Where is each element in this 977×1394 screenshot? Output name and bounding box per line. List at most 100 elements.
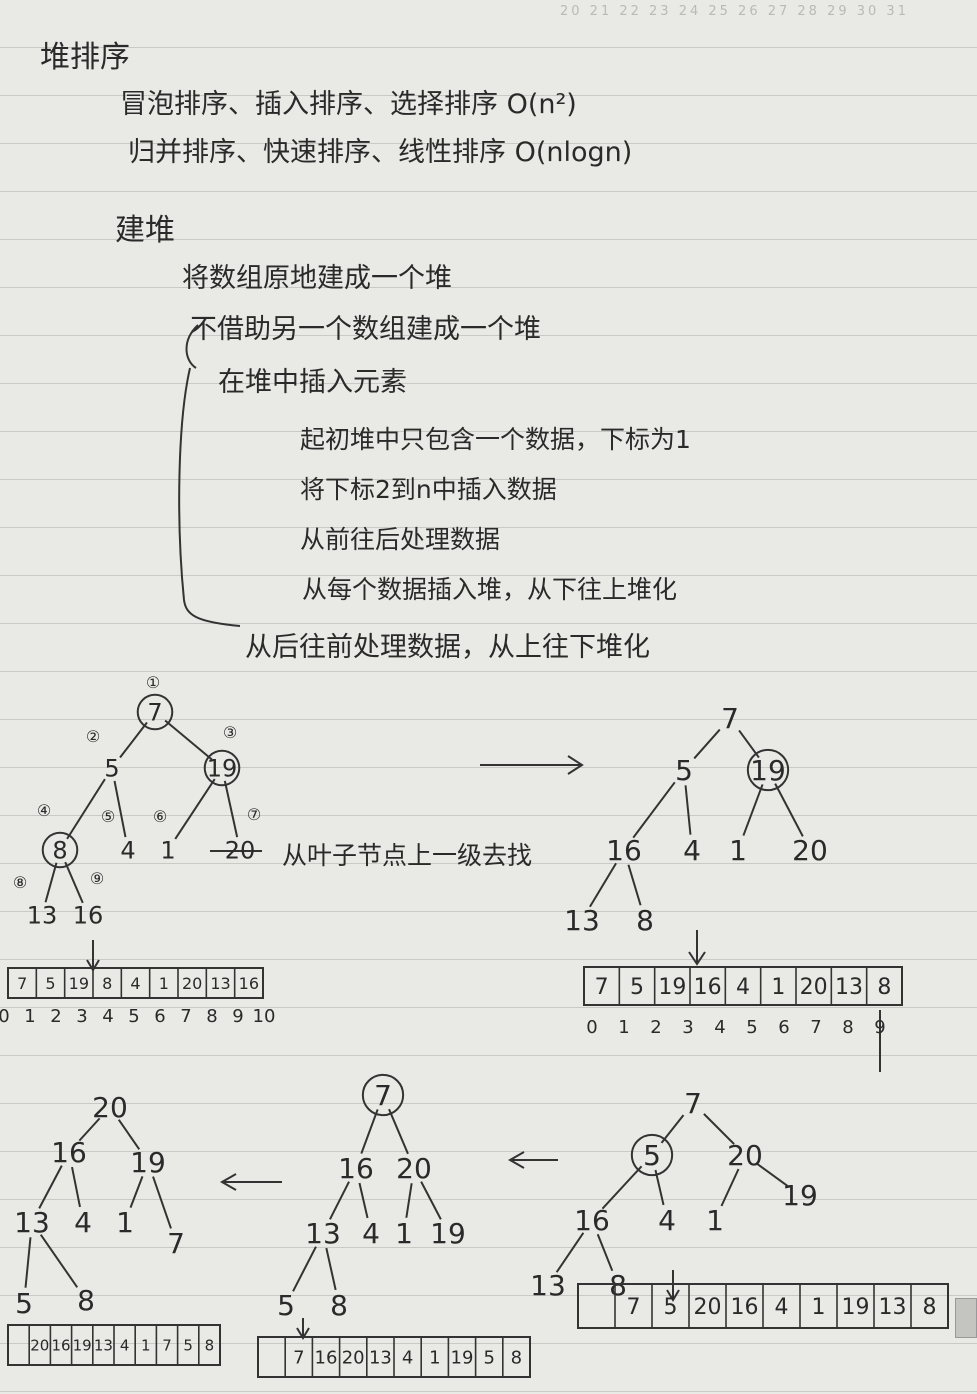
- arrow-down-2: [688, 930, 706, 966]
- tree-edge: [742, 784, 764, 836]
- tree-edge: [756, 1163, 789, 1187]
- tree-edge: [129, 1176, 144, 1208]
- tree-node: 8: [330, 1289, 348, 1322]
- insertion-order-mark: ④: [37, 801, 51, 820]
- array-cell: 20: [30, 1336, 49, 1354]
- array-cell: 16: [731, 1295, 759, 1320]
- array-index: 4: [714, 1017, 725, 1038]
- tree-edge: [24, 1237, 32, 1288]
- array-cell: 20: [342, 1347, 365, 1368]
- step-2-line: 将下标2到n中插入数据: [300, 475, 557, 504]
- array-cell: 4: [736, 975, 750, 1000]
- tree-node: 7: [684, 1087, 702, 1120]
- highlight-circle: [361, 1073, 405, 1117]
- tree-node: 4: [120, 836, 135, 864]
- tree-edge: [388, 1108, 409, 1155]
- array-index: 2: [50, 1006, 61, 1027]
- tree-edge: [152, 1176, 172, 1229]
- tree-node: 19: [130, 1146, 166, 1179]
- tree-node: 16: [574, 1204, 610, 1237]
- tree-node: 5: [643, 1139, 661, 1172]
- array-index: 7: [180, 1006, 191, 1027]
- array-cell: 13: [210, 974, 230, 993]
- tree-node: 8: [609, 1269, 627, 1302]
- tree-node: 20: [396, 1152, 432, 1185]
- array-cell: 5: [664, 1295, 678, 1320]
- step-1-line: 起初堆中只包含一个数据，下标为1: [300, 425, 691, 454]
- tree-edge: [555, 1232, 585, 1273]
- array-cell: 19: [451, 1347, 474, 1368]
- array-box: [7, 967, 264, 999]
- tree-node: 19: [750, 754, 786, 787]
- tree-edge: [360, 1109, 379, 1154]
- tree-node: 19: [430, 1217, 466, 1250]
- insertion-order-mark: ⑥: [153, 807, 167, 826]
- tree-node: 4: [683, 834, 701, 867]
- array-box: [583, 966, 903, 1006]
- array-cell: 4: [120, 1336, 130, 1354]
- tree-edge: [113, 780, 127, 838]
- arrow-right: [480, 755, 584, 775]
- array-cell: 5: [483, 1347, 494, 1368]
- insertion-order-mark: ⑦: [247, 805, 261, 824]
- array-index: 9: [874, 1017, 885, 1038]
- tree-edge: [660, 1114, 685, 1144]
- tree-edge: [684, 785, 692, 835]
- tree-edge: [693, 728, 721, 760]
- highlight-circle: [203, 749, 241, 787]
- title: 堆排序: [40, 40, 130, 75]
- tree-node: 4: [74, 1206, 92, 1239]
- tree-node: 13: [305, 1217, 341, 1250]
- array-cell: 13: [94, 1336, 113, 1354]
- tree-node: 7: [167, 1227, 185, 1260]
- array-index: 8: [206, 1006, 217, 1027]
- tree-node: 7: [147, 698, 162, 726]
- array-index: 5: [746, 1017, 757, 1038]
- array-cell: 8: [923, 1295, 937, 1320]
- tree-node: 19: [782, 1179, 818, 1212]
- array-index: 1: [618, 1017, 629, 1038]
- insertion-order-mark: ⑧: [13, 873, 27, 892]
- tree-node: 13: [27, 901, 58, 929]
- step-4-line: 从每个数据插入堆，从下往上堆化: [302, 575, 678, 604]
- tree-edge: [358, 1182, 369, 1219]
- array-cell: 4: [775, 1295, 789, 1320]
- tree-edge: [44, 862, 58, 903]
- insert-elements-line: 在堆中插入元素: [218, 367, 407, 398]
- tree-node: 16: [338, 1152, 374, 1185]
- tree-node: 8: [52, 836, 67, 864]
- array-cell: 1: [429, 1347, 440, 1368]
- array-index: 7: [810, 1017, 821, 1038]
- array-cell: 20: [182, 974, 202, 993]
- tree-edge: [774, 783, 804, 837]
- bottom-up-line: 从后往前处理数据，从上往下堆化: [245, 632, 650, 663]
- array-cell: 16: [239, 974, 259, 993]
- array-cell: 1: [141, 1336, 151, 1354]
- arrow-left-2: [219, 1173, 282, 1191]
- tree-node: 20: [727, 1139, 763, 1172]
- array-cell: 19: [69, 974, 89, 993]
- array-index: 0: [586, 1017, 597, 1038]
- array-cell: 1: [159, 974, 169, 993]
- no-extra-array-line: 不借助另一个数组建成一个堆: [190, 314, 541, 345]
- highlight-circle: [41, 831, 79, 869]
- array-cell: 8: [205, 1336, 215, 1354]
- tree-node: 5: [277, 1289, 295, 1322]
- arrow-down-1: [86, 940, 100, 972]
- tree-node: 16: [51, 1136, 87, 1169]
- insertion-order-mark: ③: [223, 723, 237, 742]
- tree-node: 7: [721, 702, 739, 735]
- array-cell: 13: [835, 975, 863, 1000]
- tree-edge: [627, 864, 642, 906]
- sorts-nlogn-line: 归并排序、快速排序、线性排序 O(nlogn): [128, 137, 633, 168]
- array-cell: 20: [800, 975, 828, 1000]
- tree-edge: [292, 1246, 317, 1292]
